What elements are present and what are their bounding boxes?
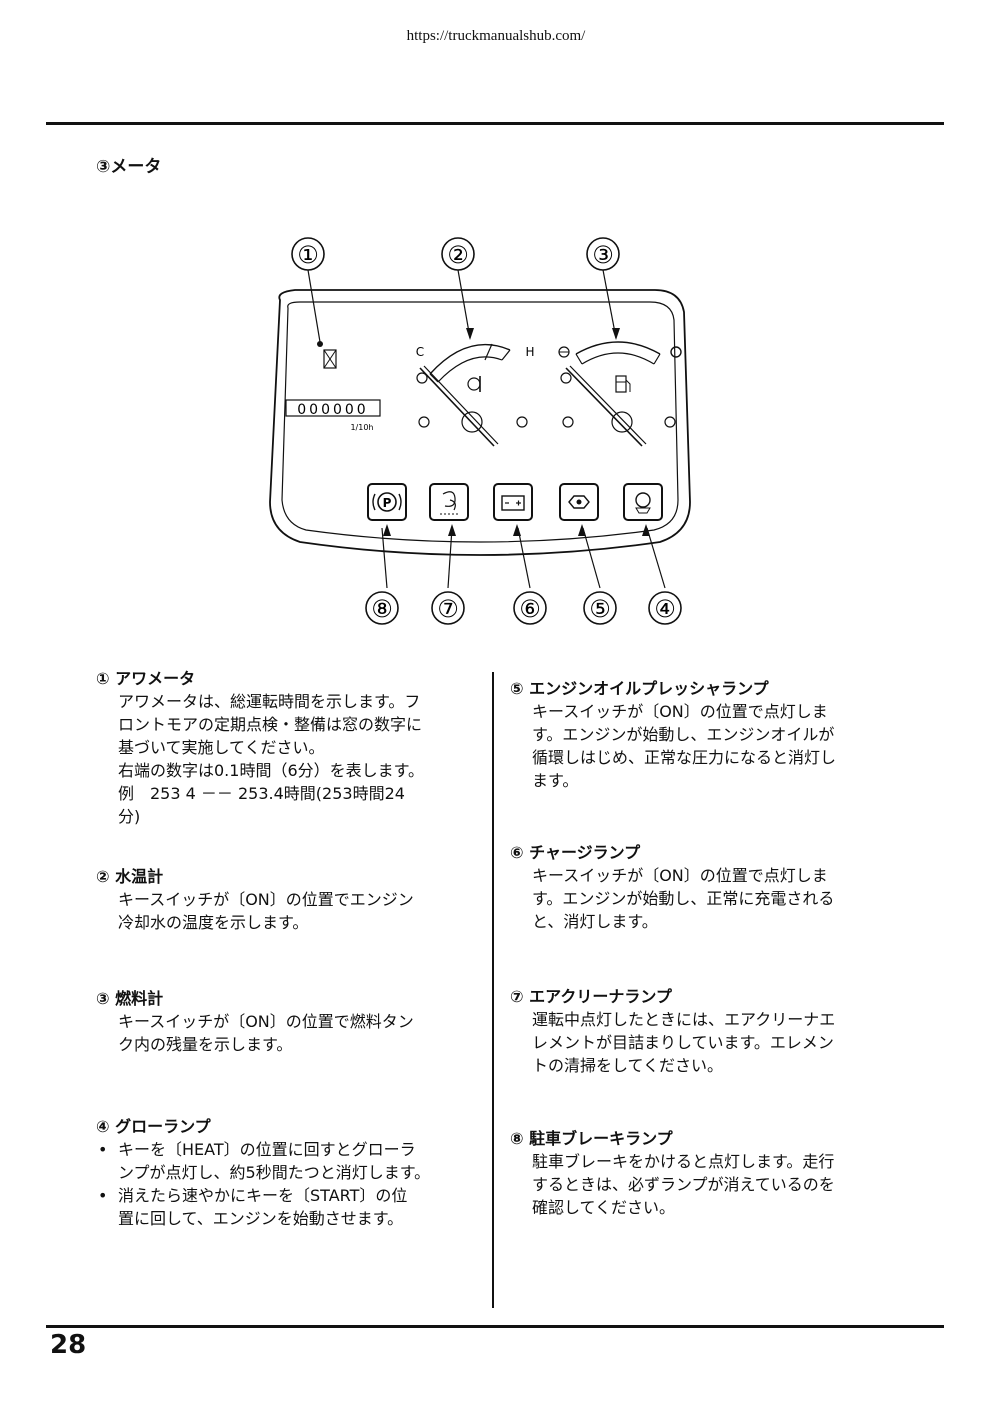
- item-glow-lamp: ④ グローランプ キーを〔HEAT〕の位置に回すとグローラ ンプが点灯し、約5秒…: [96, 1116, 430, 1230]
- bullet-item: 消えたら速やかにキーを〔START〕の位 置に回して、エンジンを始動させます。: [96, 1184, 430, 1230]
- item-title: ③ 燃料計: [96, 989, 164, 1008]
- item-air-cleaner-lamp: ⑦ エアクリーナランプ 運転中点灯したときには、エアクリーナエ レメントが目詰ま…: [510, 986, 835, 1077]
- item-oil-pressure-lamp: ⑤ エンジンオイルプレッシャランプ キースイッチが〔ON〕の位置で点灯しま す。…: [510, 678, 836, 792]
- charge-lamp-icon: [493, 483, 533, 521]
- item-parking-brake-lamp: ⑧ 駐車ブレーキランプ 駐車ブレーキをかけると点灯します。走行 するときは、必ず…: [510, 1128, 835, 1219]
- temp-cold-label: C: [416, 345, 424, 359]
- air-cleaner-lamp-icon: [429, 483, 469, 521]
- callout-8-label: ⑧: [371, 595, 393, 623]
- parking-brake-lamp-icon: P: [367, 483, 407, 521]
- svg-text:P: P: [383, 496, 392, 510]
- callout-3: ③: [586, 237, 620, 340]
- panel-inner-outline: [281, 301, 679, 543]
- top-rule: [46, 122, 944, 125]
- callout-2-label: ②: [447, 241, 469, 269]
- item-fuel-gauge: ③ 燃料計 キースイッチが〔ON〕の位置で燃料タン ク内の残量を示します。: [96, 988, 414, 1056]
- item-body: 運転中点灯したときには、エアクリーナエ レメントが目詰まりしています。エレメン …: [532, 1010, 836, 1075]
- callout-6-label: ⑥: [519, 595, 541, 623]
- oil-pressure-lamp-icon: [559, 483, 599, 521]
- item-title: ⑧ 駐車ブレーキランプ: [510, 1129, 673, 1148]
- callout-5-label: ⑤: [589, 595, 611, 623]
- callout-2: ②: [441, 237, 475, 340]
- callout-4: ④: [642, 524, 682, 625]
- item-charge-lamp: ⑥ チャージランプ キースイッチが〔ON〕の位置で点灯しま す。エンジンが始動し…: [510, 842, 834, 933]
- bottom-rule: [46, 1325, 944, 1328]
- item-title: ① アワメータ: [96, 669, 196, 688]
- callout-4-label: ④: [654, 595, 676, 623]
- item-body: キースイッチが〔ON〕の位置で燃料タン ク内の残量を示します。: [118, 1012, 414, 1054]
- item-water-temp: ② 水温計 キースイッチが〔ON〕の位置でエンジン 冷却水の温度を示します。: [96, 866, 414, 934]
- item-body: キースイッチが〔ON〕の位置で点灯しま す。エンジンが始動し、エンジンオイルが …: [532, 702, 837, 790]
- glow-lamp-bullets: キーを〔HEAT〕の位置に回すとグローラ ンプが点灯し、約5秒間たつと消灯します…: [96, 1138, 430, 1230]
- item-title: ② 水温計: [96, 867, 164, 886]
- meter-panel-diagram: ① ② ③ 000000 1/10h C H: [269, 237, 691, 625]
- callout-7: ⑦: [431, 524, 465, 625]
- item-hourmeter: ① アワメータ アワメータは、総運転時間を示します。フ ロントモアの定期点検・整…: [96, 668, 424, 828]
- hourmeter-digits: 000000: [297, 402, 368, 418]
- temp-hot-label: H: [525, 345, 534, 359]
- callout-5: ⑤: [578, 524, 617, 625]
- item-body: 駐車ブレーキをかけると点灯します。走行 するときは、必ずランプが消えているのを …: [532, 1152, 835, 1217]
- section-title: ③メータ: [96, 157, 162, 177]
- item-title: ④ グローランプ: [96, 1117, 211, 1136]
- source-url: https://truckmanualshub.com/: [406, 28, 586, 44]
- page-number: 28: [50, 1330, 87, 1360]
- callout-8: ⑧: [365, 524, 399, 625]
- item-title: ⑤ エンジンオイルプレッシャランプ: [510, 679, 769, 698]
- item-body: キースイッチが〔ON〕の位置でエンジン 冷却水の温度を示します。: [118, 890, 414, 932]
- item-title: ⑦ エアクリーナランプ: [510, 987, 672, 1006]
- item-body: アワメータは、総運転時間を示します。フ ロントモアの定期点検・整備は窓の数字に …: [118, 692, 425, 826]
- callout-3-label: ③: [592, 241, 614, 269]
- fuel-gauge: [558, 341, 682, 447]
- callout-1-label: ①: [297, 241, 319, 269]
- bullet-item: キーを〔HEAT〕の位置に回すとグローラ ンプが点灯し、約5秒間たつと消灯します…: [96, 1138, 430, 1184]
- panel-outer-outline: [269, 289, 691, 556]
- item-body: キースイッチが〔ON〕の位置で点灯しま す。エンジンが始動し、正常に充電される …: [532, 866, 835, 931]
- callout-6: ⑥: [513, 524, 547, 625]
- item-title: ⑥ チャージランプ: [510, 843, 641, 862]
- callout-1: ①: [291, 237, 325, 343]
- temperature-gauge: C H: [416, 343, 535, 447]
- column-divider: [492, 672, 494, 1308]
- hourmeter: 000000 1/10h: [285, 341, 381, 432]
- callout-7-label: ⑦: [437, 595, 459, 623]
- hourmeter-unit: 1/10h: [350, 423, 373, 432]
- glow-lamp-icon: [623, 483, 663, 521]
